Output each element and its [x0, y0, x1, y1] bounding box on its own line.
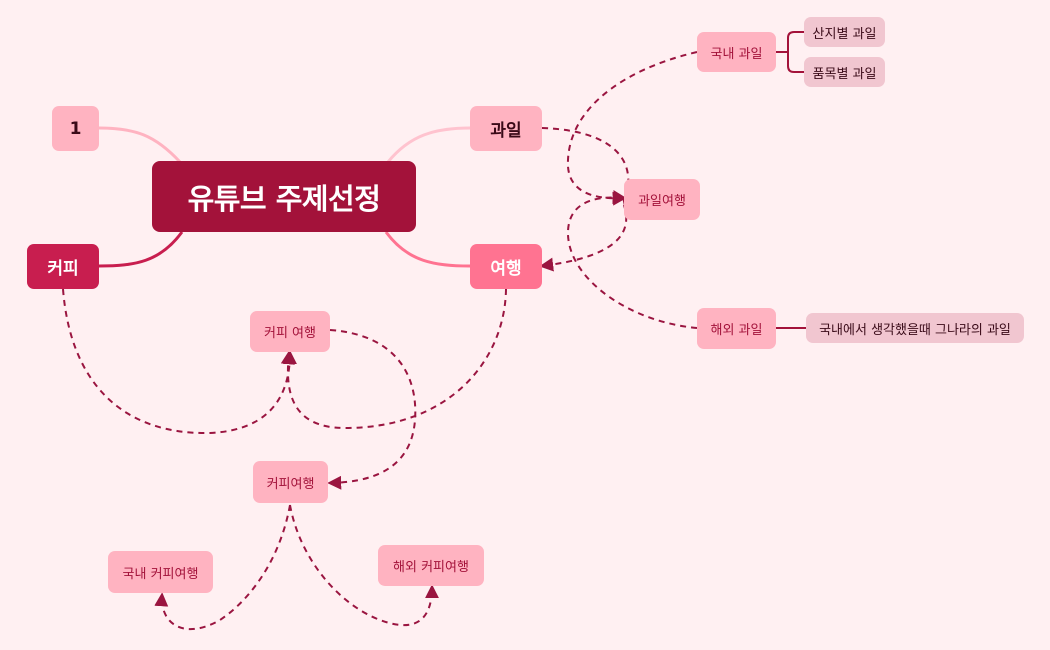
leaf-by-item-label: 품목별 과일 — [812, 66, 877, 82]
relation-coffeetravel-to-domestic — [154, 504, 291, 631]
topic-coffee-travel-label: 커피여행 — [266, 476, 315, 492]
topic-overseas-coffee-travel-label: 해외 커피여행 — [393, 560, 469, 575]
connector-root-1 — [98, 126, 182, 164]
branch-coffee[interactable]: 커피 — [27, 244, 99, 289]
connector-root-coffee — [98, 231, 184, 268]
topic-domestic-coffee-travel[interactable]: 국내 커피여행 — [108, 551, 213, 593]
connector-root-fruit — [386, 126, 471, 163]
root-topic[interactable]: 유튜브 주제선정 — [152, 161, 416, 232]
branch-fruit[interactable]: 과일 — [470, 106, 542, 151]
relation-fruittravel-to-travel — [539, 204, 628, 272]
topic-domestic-coffee-travel-label: 국내 커피여행 — [122, 566, 199, 582]
root-topic-label: 유튜브 주제선정 — [187, 181, 381, 216]
topic-coffee-travel[interactable]: 커피여행 — [253, 461, 328, 503]
topic-overseas-coffee-travel[interactable]: 해외 커피여행 — [378, 545, 484, 586]
topic-domestic-fruit-label: 국내 과일 — [710, 46, 763, 62]
topic-overseas-fruit[interactable]: 해외 과일 — [697, 308, 776, 349]
branch-coffee-label: 커피 — [47, 259, 79, 279]
topic-domestic-fruit[interactable]: 국내 과일 — [697, 32, 776, 72]
relation-travel-to-coffeetravel — [280, 288, 507, 430]
leaf-imagined-fruit-label: 국내에서 생각했을때 그나라의 과일 — [819, 322, 1011, 338]
leaf-by-item[interactable]: 품목별 과일 — [804, 57, 885, 87]
branch-1[interactable]: 1 — [52, 106, 99, 151]
leaf-by-region-label: 산지별 과일 — [812, 26, 877, 42]
topic-overseas-fruit-label: 해외 과일 — [710, 323, 763, 338]
relation-coffee-to-coffeetravel — [62, 288, 297, 435]
branch-travel[interactable]: 여행 — [470, 244, 542, 289]
topic-fruit-travel[interactable]: 과일여행 — [624, 179, 700, 220]
topic-fruit-travel-label: 과일여행 — [638, 194, 686, 209]
connector-domestic-fruit-leaves — [776, 31, 804, 73]
connector-root-travel — [384, 231, 471, 268]
leaf-by-region[interactable]: 산지별 과일 — [804, 17, 885, 47]
topic-coffee-travel-spaced-label: 커피 여행 — [264, 326, 316, 341]
relation-fruit-to-fruittravel — [541, 127, 637, 214]
topic-coffee-travel-spaced[interactable]: 커피 여행 — [250, 311, 330, 352]
branch-fruit-label: 과일 — [490, 121, 522, 141]
relation-coffeetravel-to-overseas — [289, 504, 439, 627]
branch-travel-label: 여행 — [490, 259, 522, 279]
relation-coffeetravel-spaced-to-coffeetravel — [327, 329, 417, 490]
leaf-imagined-fruit[interactable]: 국내에서 생각했을때 그나라의 과일 — [806, 313, 1024, 343]
branch-1-label: 1 — [69, 118, 82, 139]
relation-domestic-fruit-to-fruittravel — [566, 51, 698, 206]
